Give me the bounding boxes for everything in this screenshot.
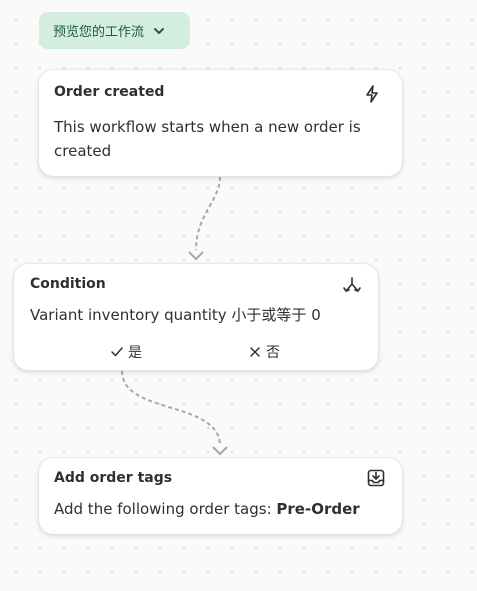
action-card-add-order-tags[interactable]: Add order tags Add the following order t… — [39, 458, 402, 534]
condition-card[interactable]: Condition Variant inventory quantity 小于或… — [14, 264, 378, 370]
preview-workflow-label: 预览您的工作流 — [53, 25, 145, 40]
connector-arrowhead — [188, 251, 204, 261]
branch-icon — [343, 277, 361, 292]
checkmark-icon — [111, 347, 123, 357]
action-description: Add the following order tags: Pre-Order — [54, 497, 360, 521]
lightning-bolt-icon — [366, 85, 378, 103]
connector-condition-to-action — [121, 370, 221, 447]
trigger-description: This workflow starts when a new order is… — [54, 118, 361, 160]
x-icon — [250, 347, 260, 357]
branch-yes[interactable]: 是 — [110, 342, 142, 362]
chevron-down-icon — [154, 27, 165, 34]
order-tag-value: Pre-Order — [276, 500, 360, 518]
branch-yes-label: 是 — [128, 345, 142, 361]
inbox-download-icon — [367, 469, 385, 487]
action-title: Add order tags — [54, 470, 173, 486]
connector-arrowhead — [212, 446, 228, 456]
preview-workflow-button[interactable]: 预览您的工作流 — [39, 12, 190, 49]
branch-no-label: 否 — [266, 345, 280, 361]
action-description-prefix: Add the following order tags: — [54, 500, 277, 518]
condition-title: Condition — [30, 276, 106, 292]
condition-description: Variant inventory quantity 小于或等于 0 — [30, 306, 321, 324]
connector-trigger-to-condition — [195, 176, 221, 251]
trigger-card-order-created[interactable]: Order created This workflow starts when … — [39, 70, 402, 176]
branch-no[interactable]: 否 — [248, 342, 280, 362]
trigger-title: Order created — [54, 84, 165, 100]
